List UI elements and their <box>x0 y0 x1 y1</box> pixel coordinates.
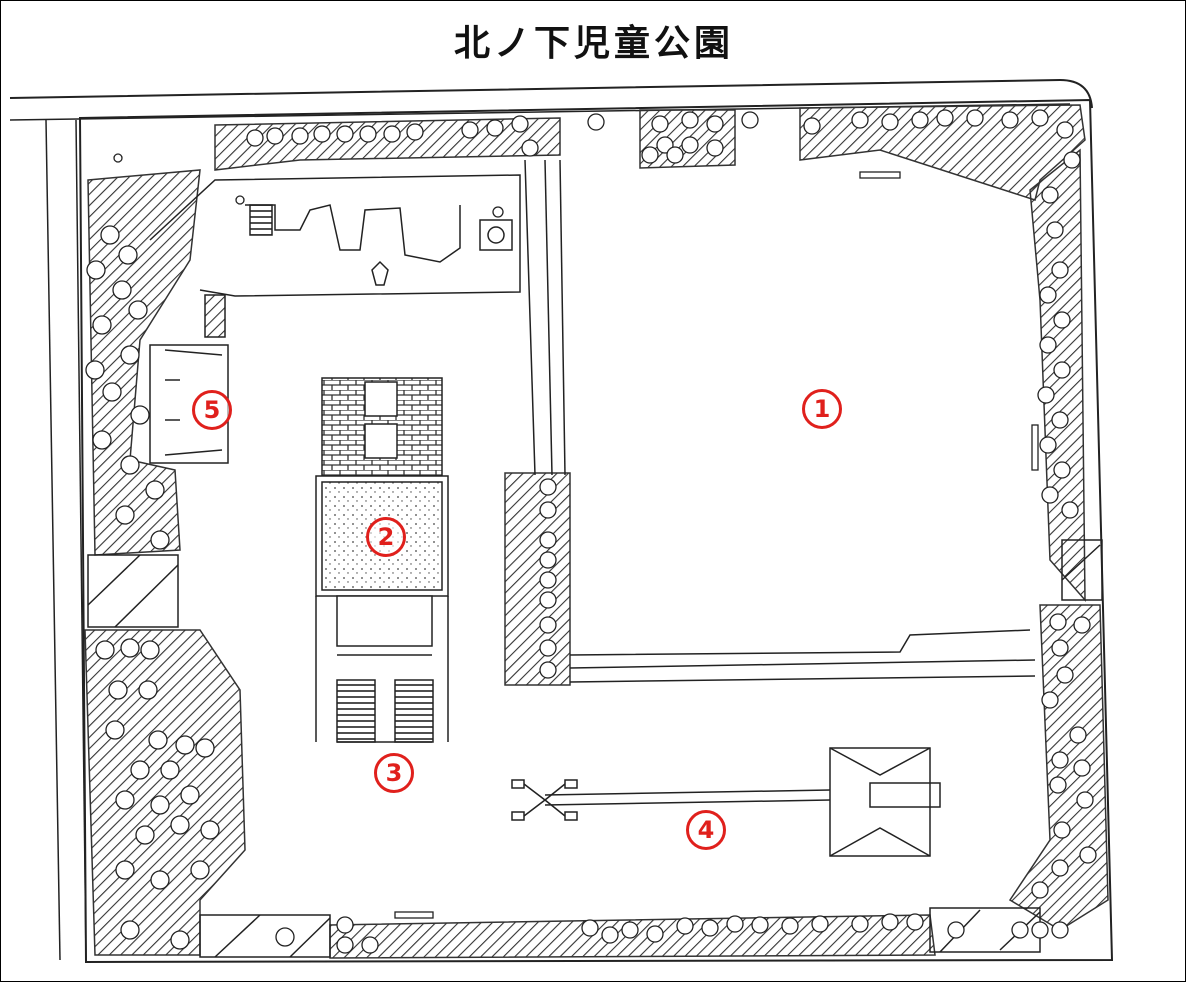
zone-5-label: 5 <box>192 390 232 430</box>
swing-structure <box>511 747 941 857</box>
central-structure <box>315 377 449 743</box>
zone-2-label: 2 <box>366 517 406 557</box>
small-fixtures <box>113 153 1039 947</box>
zone-1-label: 1 <box>802 389 842 429</box>
zone-4-label: 4 <box>686 810 726 850</box>
planting-belts <box>84 104 1109 959</box>
paths <box>524 159 1036 683</box>
playground-area <box>149 174 521 297</box>
shelter-structure <box>149 294 229 464</box>
park-title: 北ノ下児童公園 <box>453 23 734 64</box>
park-boundary <box>78 98 1114 964</box>
zone-3-label: 3 <box>374 753 414 793</box>
trees <box>85 109 1097 954</box>
